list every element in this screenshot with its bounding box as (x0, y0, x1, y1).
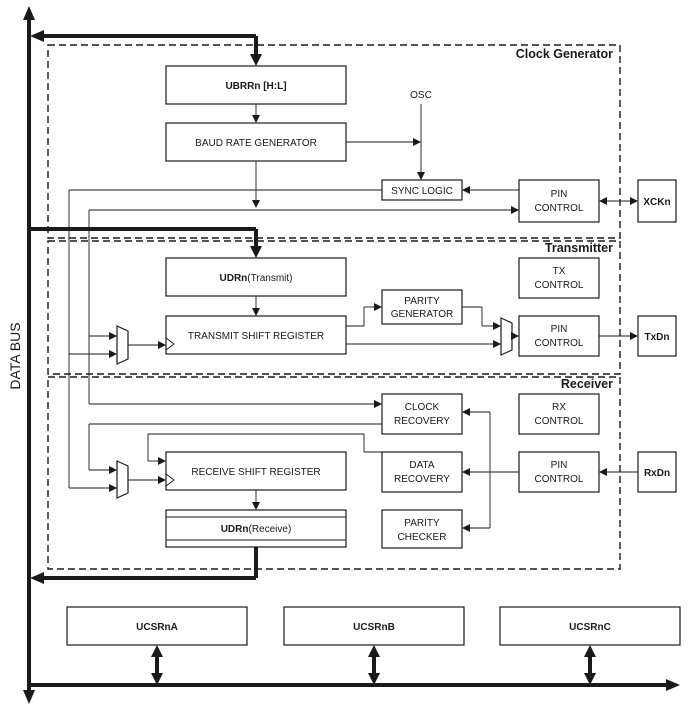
data-recovery-label-1: DATA (409, 460, 435, 471)
ucsrc-label: UCSRnC (569, 622, 611, 633)
data-bus-label: DATA BUS (7, 322, 23, 389)
transmitter-title: Transmitter (545, 241, 613, 255)
tx-clock-mux (116, 325, 129, 365)
tx-control-label-2: CONTROL (535, 280, 584, 291)
ubrr-label: UBRRn [H:L] (225, 81, 286, 92)
rxdn-label: RxDn (644, 468, 670, 479)
xckn-label: XCKn (643, 197, 670, 208)
tx-control-label-1: TX (553, 266, 566, 277)
udr-transmit-block (165, 257, 347, 297)
transmitter-section (47, 240, 621, 375)
rx-control-label-2: CONTROL (535, 416, 584, 427)
tx-pin-control-label-2: CONTROL (535, 338, 584, 349)
tx-control-block (518, 257, 600, 299)
transmit-shift-register-label: TRANSMIT SHIFT REGISTER (188, 331, 324, 342)
rx-control-label-1: RX (552, 402, 566, 413)
parity-checker-label-1: PARITY (404, 518, 440, 529)
rx-pin-control-block (518, 451, 600, 493)
rx-pin-control-label-1: PIN (551, 460, 568, 471)
parity-checker-label-2: CHECKER (398, 532, 447, 543)
udr-receive-block (165, 509, 347, 548)
xck-pin-control-label-2: CONTROL (535, 203, 584, 214)
ucsrb-block (283, 606, 465, 646)
parity-generator-label-2: GENERATOR (391, 309, 453, 320)
data-bus: DATA BUS (7, 6, 680, 704)
receiver-title: Receiver (561, 377, 613, 391)
txdn-pin (637, 315, 677, 357)
clock-recovery-label-1: CLOCK (405, 402, 440, 413)
ubrr-block (165, 65, 347, 105)
transmit-shift-register-block (165, 315, 347, 355)
udr-receive-label: UDRn(Receive) (221, 524, 292, 535)
ucsra-label: UCSRnA (136, 622, 178, 633)
parity-checker-block (381, 509, 463, 549)
data-recovery-block (381, 451, 463, 493)
rxdn-pin (637, 451, 677, 493)
clock-generator-title: Clock Generator (516, 47, 613, 61)
data-recovery-label-2: RECOVERY (394, 474, 450, 485)
receive-shift-register-block (165, 451, 347, 491)
baud-rate-generator-label: BAUD RATE GENERATOR (195, 138, 317, 149)
xck-pin-control-block (518, 179, 600, 223)
udr-transmit-label: UDRn(Transmit) (220, 273, 293, 284)
ucsrc-block (499, 606, 681, 646)
clock-recovery-block (381, 393, 463, 435)
xck-pin-control-label-1: PIN (551, 189, 568, 200)
parity-generator-label-1: PARITY (404, 296, 440, 307)
osc-label: OSC (410, 90, 432, 101)
tx-output-mux (500, 317, 513, 356)
rx-control-block (518, 393, 600, 435)
xckn-pin (637, 179, 677, 223)
tx-pin-control-label-1: PIN (551, 324, 568, 335)
ucsrb-label: UCSRnB (353, 622, 395, 633)
txdn-label: TxDn (645, 332, 670, 343)
register-bus-links (151, 645, 596, 685)
tx-pin-control-block (518, 315, 600, 357)
receive-shift-register-label: RECEIVE SHIFT REGISTER (191, 467, 320, 478)
receiver-section (47, 376, 621, 570)
rx-pin-control-label-2: CONTROL (535, 474, 584, 485)
ucsra-block (66, 606, 248, 646)
sync-logic-label: SYNC LOGIC (391, 186, 453, 197)
rx-clock-mux (116, 460, 129, 499)
clock-recovery-label-2: RECOVERY (394, 416, 450, 427)
parity-generator-block (381, 289, 463, 325)
clock-generator-section (47, 44, 621, 239)
